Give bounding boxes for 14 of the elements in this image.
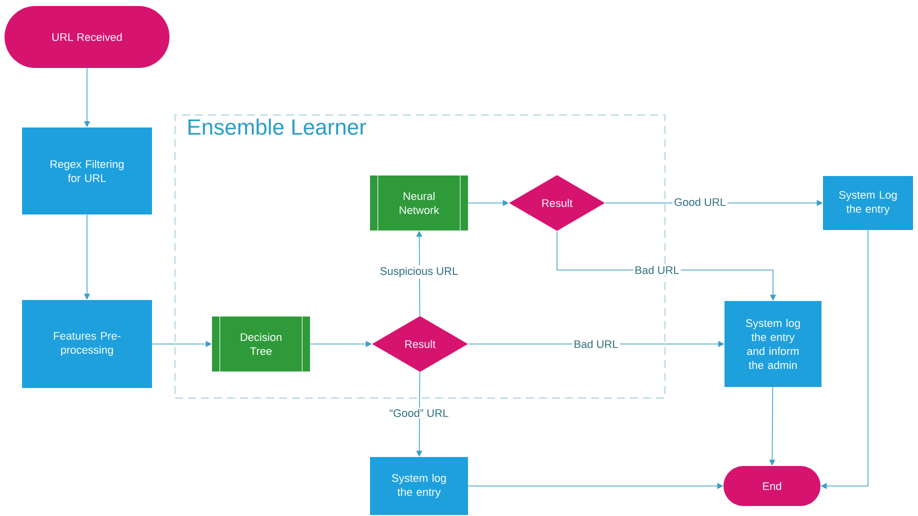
- process-box: System Log the entry: [823, 176, 913, 230]
- edge-label: Suspicious URL: [378, 265, 460, 279]
- terminal-pill: End: [724, 466, 820, 506]
- predefined-process-box: Decision Tree: [212, 316, 310, 372]
- process-box: Features Pre-processing: [22, 300, 152, 388]
- edge-label: “Good” URL: [388, 407, 450, 419]
- terminal-pill: URL Received: [4, 6, 170, 68]
- process-box: System log the entry: [370, 456, 468, 515]
- edge-label: Bad URL: [572, 338, 620, 350]
- edge-label: Bad URL: [633, 264, 681, 276]
- predefined-process-box: Neural Network: [370, 174, 468, 231]
- process-box: Regex Filtering for URL: [22, 128, 152, 214]
- edge-label: Good URL: [672, 196, 728, 208]
- process-box: System log the entry and inform the admin: [724, 301, 822, 387]
